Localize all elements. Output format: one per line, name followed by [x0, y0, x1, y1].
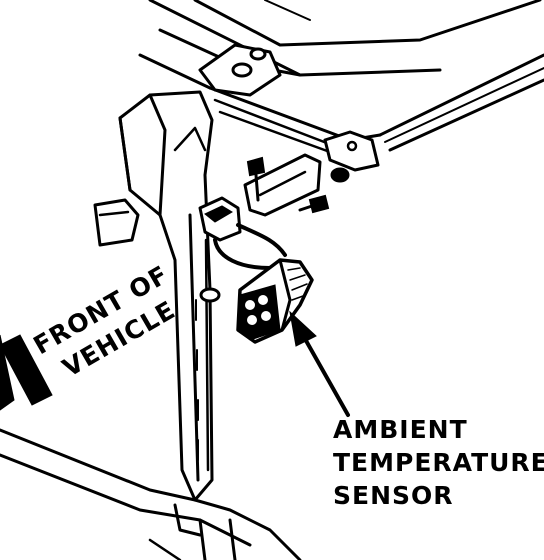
- ambient-temperature-sensor: [236, 258, 314, 344]
- lower-crossmember: [0, 428, 302, 560]
- sensor-harness: [198, 196, 287, 270]
- sensor-label-line-2: TEMPERATURE: [333, 448, 544, 477]
- sensor-label-line-1: AMBIENT: [333, 415, 468, 444]
- sensor-label-line-3: SENSOR: [333, 481, 454, 510]
- upper-radiator-support: [138, 0, 544, 172]
- front-of-vehicle-arrow: [0, 334, 53, 411]
- sensor-leader-arrow: [289, 310, 350, 417]
- ambient-temperature-sensor-label: AMBIENT TEMPERATURE SENSOR: [333, 415, 544, 510]
- radiator-support-post: [93, 90, 221, 502]
- front-of-vehicle-label: FRONT OF VEHICLE: [29, 260, 181, 383]
- sensor-mounting-bracket: [243, 153, 350, 217]
